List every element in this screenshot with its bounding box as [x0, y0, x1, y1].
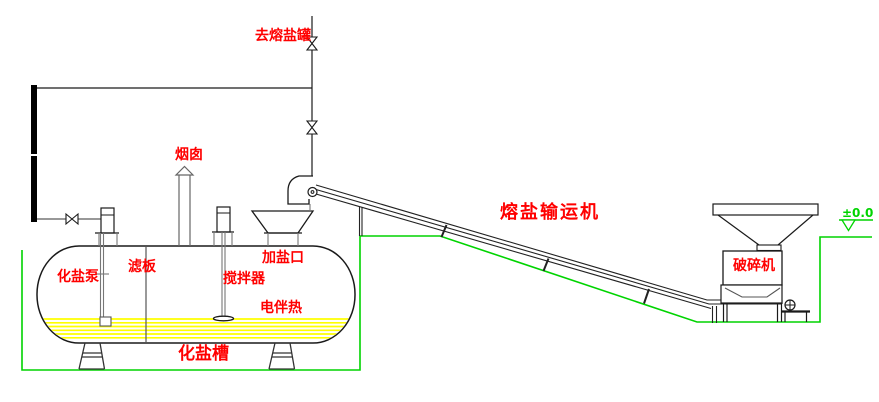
salt-tank-shell: [36, 245, 356, 344]
insulated-riser-segment: [31, 85, 37, 154]
crusher-discharge-box: [720, 284, 783, 304]
pump-motor: [100, 207, 115, 234]
chimney-arrow-icon: [174, 165, 195, 176]
valve-icon: [305, 36, 319, 51]
label-salt-feed-port: 加盐口: [261, 249, 304, 266]
tank-legs: [78, 342, 296, 370]
heat-tracing-hatch: [38, 318, 354, 339]
pump-foot: [99, 316, 112, 327]
ground-pit-line: [21, 235, 872, 371]
labels: 去熔盐罐 烟囱 化盐泵 滤板 搅拌器 加盐口 电伴热 化盐槽 熔盐输运机 破碎机: [57, 27, 775, 364]
crusher-hopper-rim: [712, 203, 819, 216]
elevation-triangle-icon: [840, 219, 857, 232]
tank-leg: [268, 342, 296, 370]
salt-feed-funnel: [250, 210, 315, 246]
label-salt-pump: 化盐泵: [57, 268, 99, 285]
label-agitator: 搅拌器: [223, 270, 266, 287]
conveyor-strut: [542, 258, 550, 272]
agitator-impeller: [212, 315, 235, 322]
salt-pump: [95, 207, 119, 327]
conveyor-strut: [643, 288, 650, 304]
valve-icon: [305, 120, 319, 135]
elevation-label: ±0.0: [842, 206, 873, 220]
head-pulley-icon: [307, 186, 318, 198]
label-electric-heat-tracing: 电伴热: [260, 299, 302, 316]
insulated-riser-segment: [31, 156, 37, 222]
label-crusher: 破碎机: [733, 257, 775, 274]
label-conveyor: 熔盐输运机: [500, 201, 600, 223]
conveyor-head-chute: [287, 175, 318, 211]
piping: [33, 16, 313, 220]
label-to-molten-salt-tank: 去熔盐罐: [255, 27, 311, 44]
crusher-discharge-chute: [724, 287, 781, 298]
agitator: [212, 206, 235, 322]
crusher: [712, 203, 819, 322]
label-filter-plate: 滤板: [128, 258, 157, 275]
agitator-motor: [216, 206, 231, 233]
elevation-marker: ±0.0: [839, 206, 873, 232]
conveyor-strut: [440, 224, 448, 238]
crusher-hopper-neck: [756, 244, 782, 252]
chimney: [174, 165, 195, 246]
valve-icon: [65, 212, 79, 226]
tank-leg: [78, 342, 106, 370]
label-chimney: 烟囱: [175, 146, 203, 163]
label-salt-tank: 化盐槽: [178, 343, 229, 364]
